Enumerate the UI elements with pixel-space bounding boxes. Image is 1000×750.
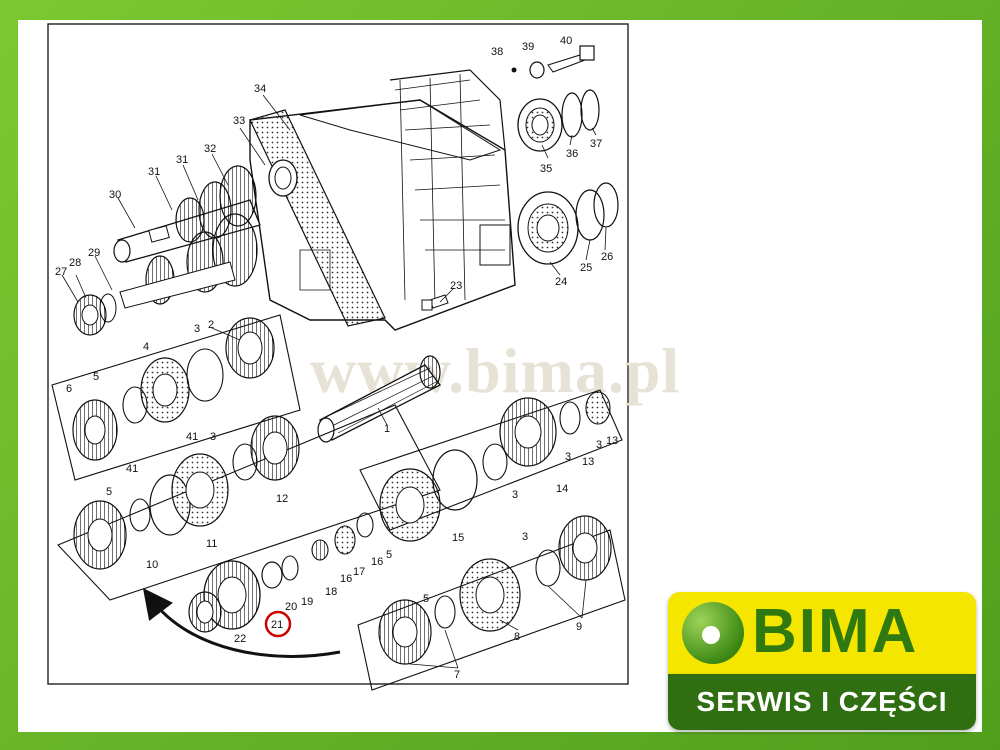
gearbox-housing (249, 69, 516, 331)
bearing-35 (517, 98, 563, 152)
logo-ball-icon (682, 602, 744, 664)
synchro-assembly-left (72, 317, 275, 461)
label-18: 18 (325, 586, 337, 598)
part-labels: 1 2 3 3 3 3 3 3 4 5 5 5 5 6 7 8 9 10 11 … (55, 35, 618, 681)
label-40: 40 (560, 35, 572, 47)
logo-brand-text: BIMA (752, 597, 919, 666)
label-10: 10 (146, 559, 158, 571)
label-5c: 5 (386, 549, 392, 561)
label-3e: 3 (522, 531, 528, 543)
label-13b: 13 (582, 456, 594, 468)
label-30: 30 (109, 189, 121, 201)
label-11: 11 (206, 538, 217, 550)
label-32: 32 (204, 143, 216, 155)
label-25: 25 (580, 262, 592, 274)
countershaft-assembly (113, 165, 261, 309)
label-39: 39 (522, 41, 534, 53)
logo-top-panel: BIMA (668, 592, 976, 674)
label-28: 28 (69, 257, 81, 269)
label-9: 9 (576, 621, 582, 633)
label-41b: 41 (126, 463, 138, 475)
subassembly-box-left (51, 314, 301, 481)
label-31a: 31 (148, 166, 160, 178)
label-3b: 3 (210, 431, 216, 443)
bearing-27-28 (73, 293, 117, 336)
label-3c: 3 (512, 489, 518, 501)
transmission-exploded-diagram: www.bima.pl (47, 23, 680, 691)
label-5a: 5 (93, 371, 99, 383)
label-31b: 31 (176, 154, 188, 166)
label-4: 4 (143, 341, 149, 353)
label-17: 17 (353, 566, 365, 578)
bima-logo: BIMA SERWIS I CZĘŚCI (668, 592, 976, 732)
diagram-paper: www.bima.pl (18, 20, 982, 732)
bolt-38-40 (511, 45, 595, 79)
label-33: 33 (233, 115, 245, 127)
label-3d: 3 (596, 439, 602, 451)
label-38: 38 (491, 46, 503, 58)
label-22: 22 (234, 633, 246, 645)
label-8: 8 (514, 631, 520, 643)
bearing-24 (517, 191, 579, 265)
small-parts-16-20 (261, 512, 374, 589)
logo-bottom-panel: SERWIS I CZĘŚCI (668, 674, 976, 730)
label-5b: 5 (106, 486, 112, 498)
logo-tagline: SERWIS I CZĘŚCI (696, 686, 948, 717)
subassembly-box-lower-right (357, 529, 626, 691)
label-19: 19 (301, 596, 313, 608)
label-14: 14 (556, 483, 568, 495)
label-34: 34 (254, 83, 266, 95)
label-2: 2 (208, 319, 214, 331)
label-16a: 16 (340, 573, 352, 585)
highlight-circle-21 (264, 610, 292, 638)
gear-assembly-7-9 (378, 515, 612, 665)
label-35: 35 (540, 163, 552, 175)
label-6: 6 (66, 383, 72, 395)
ring-22 (188, 591, 222, 633)
label-37: 37 (590, 138, 602, 150)
gear-assembly-13-15 (379, 391, 611, 542)
label-13a: 13 (606, 435, 618, 447)
label-15: 15 (452, 532, 464, 544)
label-7: 7 (454, 669, 460, 681)
label-3a: 3 (194, 323, 200, 335)
label-21: 21 (271, 619, 283, 631)
leader-lines (61, 94, 607, 669)
label-26: 26 (601, 251, 613, 263)
label-29: 29 (88, 247, 100, 259)
label-3f: 3 (565, 451, 571, 463)
label-23: 23 (450, 280, 462, 292)
label-36: 36 (566, 148, 578, 160)
watermark-text: www.bima.pl (310, 335, 680, 406)
label-16b: 16 (371, 556, 383, 568)
label-20: 20 (285, 601, 297, 613)
label-1: 1 (384, 423, 390, 435)
assembly-arrow (142, 588, 341, 658)
gear-assembly-10-12 (73, 415, 300, 570)
drawing-border (47, 23, 629, 685)
label-5d: 5 (423, 593, 429, 605)
ring-25-26 (575, 182, 619, 241)
label-27: 27 (55, 266, 67, 278)
label-41a: 41 (186, 431, 198, 443)
label-24: 24 (555, 276, 567, 288)
label-12: 12 (276, 493, 288, 505)
